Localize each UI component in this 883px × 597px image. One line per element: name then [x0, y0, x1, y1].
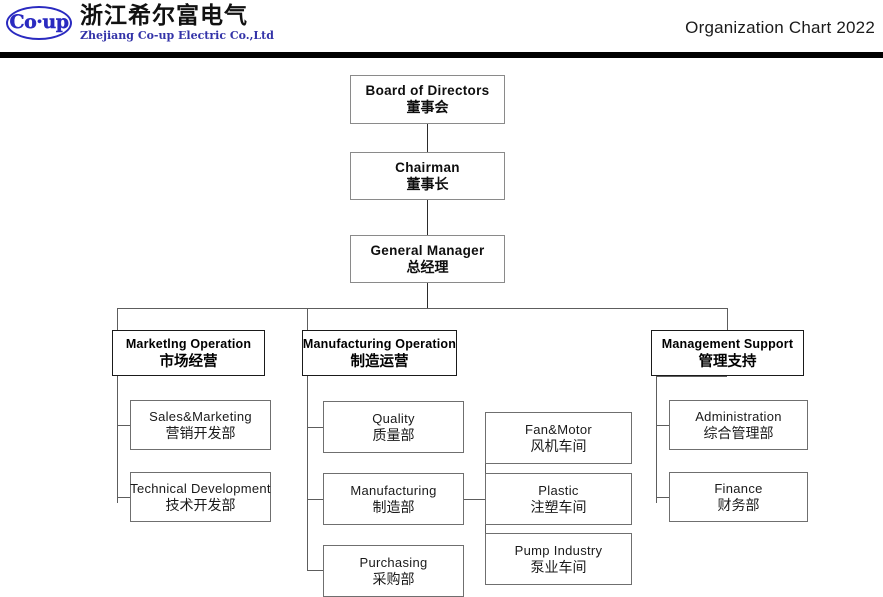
- node-sales-marketing[interactable]: Sales&Marketing 营销开发部: [130, 400, 271, 450]
- node-pump-industry-workshop[interactable]: Pump Industry 泵业车间: [485, 533, 632, 585]
- node-management-support[interactable]: Management Support 管理支持: [651, 330, 804, 376]
- node-management-support-en: Management Support: [661, 336, 794, 351]
- company-name-en: Zhejiang Co-up Electric Co.,Ltd: [80, 29, 274, 42]
- company-name-cn: 浙江希尔富电气: [80, 3, 248, 29]
- node-quality[interactable]: Quality 质量部: [323, 401, 464, 453]
- node-sales-marketing-cn: 营销开发部: [165, 425, 236, 442]
- node-administration-cn: 综合管理部: [703, 425, 774, 442]
- connector-mfgdept-to-workshop-bus: [463, 499, 485, 501]
- node-finance[interactable]: Finance 财务部: [669, 472, 808, 522]
- document-title: Organization Chart 2022: [685, 18, 875, 37]
- connector-management-bus-top: [656, 376, 727, 378]
- connector-marketing-to-techdev: [117, 497, 131, 499]
- node-general-manager-cn: 总经理: [406, 259, 449, 276]
- connector-manufacturing-to-purchasing: [307, 570, 324, 572]
- node-technical-development-en: Technical Development: [130, 480, 271, 496]
- connector-management-to-finance: [656, 497, 670, 499]
- page-header: Co·up 浙江希尔富电气 Zhejiang Co-up Electric Co…: [0, 0, 883, 52]
- node-quality-en: Quality: [372, 410, 415, 426]
- node-manufacturing-operation-en: Manufacturing Operation: [302, 336, 457, 351]
- node-manufacturing-dept-cn: 制造部: [372, 499, 415, 516]
- node-pump-industry-workshop-en: Pump Industry: [514, 542, 603, 558]
- connector-manufacturing-spine: [307, 376, 309, 571]
- connector-gm-to-bus: [427, 283, 429, 308]
- node-management-support-cn: 管理支持: [698, 353, 757, 370]
- node-marketing-operation[interactable]: Marketlng Operation 市场经营: [112, 330, 265, 376]
- coup-oval-logo-icon: Co·up: [6, 5, 72, 40]
- node-marketing-operation-en: Marketlng Operation: [125, 336, 252, 351]
- node-manufacturing-dept-en: Manufacturing: [350, 482, 437, 498]
- org-chart: Board of Directors 董事会 Chairman 董事长 Gene…: [0, 58, 883, 597]
- company-name-block: 浙江希尔富电气 Zhejiang Co-up Electric Co.,Ltd: [80, 3, 274, 42]
- node-general-manager-en: General Manager: [370, 242, 485, 258]
- node-purchasing[interactable]: Purchasing 采购部: [323, 545, 464, 597]
- node-marketing-operation-cn: 市场经营: [159, 353, 218, 370]
- node-pump-industry-workshop-cn: 泵业车间: [530, 559, 587, 576]
- node-technical-development[interactable]: Technical Development 技术开发部: [130, 472, 271, 522]
- company-logo: Co·up 浙江希尔富电气 Zhejiang Co-up Electric Co…: [6, 3, 274, 42]
- node-finance-cn: 财务部: [717, 497, 760, 514]
- node-purchasing-cn: 采购部: [372, 571, 415, 588]
- node-chairman[interactable]: Chairman 董事长: [350, 152, 505, 200]
- node-manufacturing-operation[interactable]: Manufacturing Operation 制造运营: [302, 330, 457, 376]
- node-chairman-en: Chairman: [395, 159, 460, 175]
- node-sales-marketing-en: Sales&Marketing: [149, 408, 252, 424]
- connector-bus-to-marketing: [117, 308, 119, 330]
- connector-management-to-admin: [656, 425, 670, 427]
- connector-marketing-to-sales: [117, 425, 131, 427]
- node-manufacturing-dept[interactable]: Manufacturing 制造部: [323, 473, 464, 525]
- node-plastic-workshop-cn: 注塑车间: [530, 499, 587, 516]
- node-fan-motor-workshop[interactable]: Fan&Motor 风机车间: [485, 412, 632, 464]
- node-technical-development-cn: 技术开发部: [165, 497, 236, 514]
- node-chairman-cn: 董事长: [406, 176, 449, 193]
- connector-management-spine: [656, 376, 658, 503]
- node-board-of-directors-en: Board of Directors: [365, 83, 490, 98]
- connector-manufacturing-to-quality: [307, 427, 324, 429]
- node-administration[interactable]: Administration 综合管理部: [669, 400, 808, 450]
- connector-board-to-chairman: [427, 124, 429, 152]
- node-board-of-directors[interactable]: Board of Directors 董事会: [350, 75, 505, 124]
- node-plastic-workshop[interactable]: Plastic 注塑车间: [485, 473, 632, 525]
- node-purchasing-en: Purchasing: [359, 554, 428, 570]
- node-administration-en: Administration: [695, 408, 782, 424]
- node-manufacturing-operation-cn: 制造运营: [350, 353, 409, 370]
- header-divider: [0, 52, 883, 58]
- connector-chairman-to-gm: [427, 200, 429, 235]
- connector-marketing-spine: [117, 376, 119, 503]
- connector-division-bus: [117, 308, 728, 310]
- node-board-of-directors-cn: 董事会: [406, 100, 449, 116]
- logo-mark-text: Co·up: [9, 11, 69, 33]
- node-quality-cn: 质量部: [372, 427, 415, 444]
- node-plastic-workshop-en: Plastic: [538, 482, 579, 498]
- connector-manufacturing-to-mfgdept: [307, 499, 324, 501]
- connector-bus-to-manufacturing: [307, 308, 309, 330]
- connector-bus-to-management: [727, 308, 729, 330]
- node-fan-motor-workshop-en: Fan&Motor: [524, 421, 592, 437]
- node-general-manager[interactable]: General Manager 总经理: [350, 235, 505, 283]
- node-finance-en: Finance: [714, 480, 763, 496]
- node-fan-motor-workshop-cn: 风机车间: [530, 438, 587, 455]
